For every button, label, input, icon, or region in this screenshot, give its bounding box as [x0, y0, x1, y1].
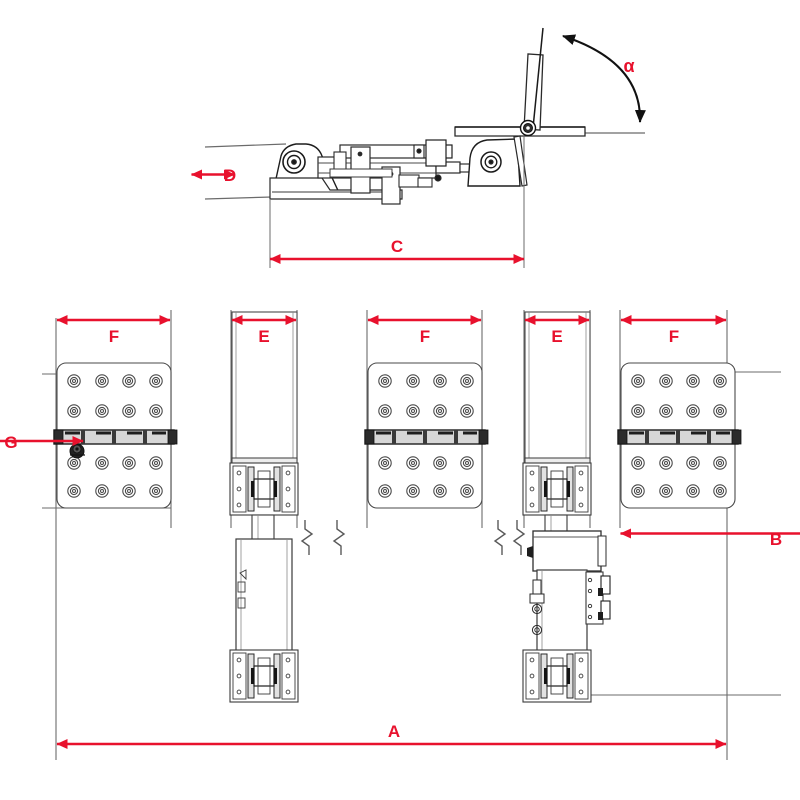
dimension-label-B: B	[770, 530, 782, 549]
break-symbol-2	[333, 519, 345, 556]
dimension-label-C: C	[391, 237, 403, 256]
dimension-label-F-middle: F	[420, 327, 430, 346]
hinge-plate-middle	[364, 362, 489, 509]
dimension-label-E-left: E	[258, 327, 269, 346]
break-symbol-4	[513, 519, 525, 556]
lift-column-right	[522, 311, 611, 703]
dimension-label-G: G	[4, 433, 17, 452]
dimension-label-A: A	[388, 722, 400, 741]
dimension-label-alpha: α	[623, 56, 634, 76]
carriage-right	[522, 462, 592, 516]
side-view-group: α	[191, 27, 646, 268]
plan-view-group: F E F E F G B	[0, 310, 800, 760]
carriage-left	[229, 462, 299, 516]
hinge-plate-right	[617, 362, 742, 509]
lift-mechanism-side-assembly	[269, 135, 528, 205]
hinge-plate-left	[53, 362, 178, 509]
dimension-label-F-left: F	[109, 327, 119, 346]
hinge-locking-pin	[69, 443, 85, 459]
flap-pivot-hub	[519, 119, 537, 137]
dimension-label-F-right: F	[669, 327, 679, 346]
base-foot-left	[229, 649, 299, 703]
base-foot-right	[522, 649, 592, 703]
break-symbol-1	[301, 519, 313, 556]
tilting-flap-plate	[523, 27, 544, 131]
break-symbol-3	[494, 519, 506, 556]
dimension-label-E-right: E	[551, 327, 562, 346]
dimension-label-D: D	[224, 166, 236, 185]
lift-column-left	[229, 311, 299, 703]
angle-alpha-arc	[562, 34, 646, 123]
